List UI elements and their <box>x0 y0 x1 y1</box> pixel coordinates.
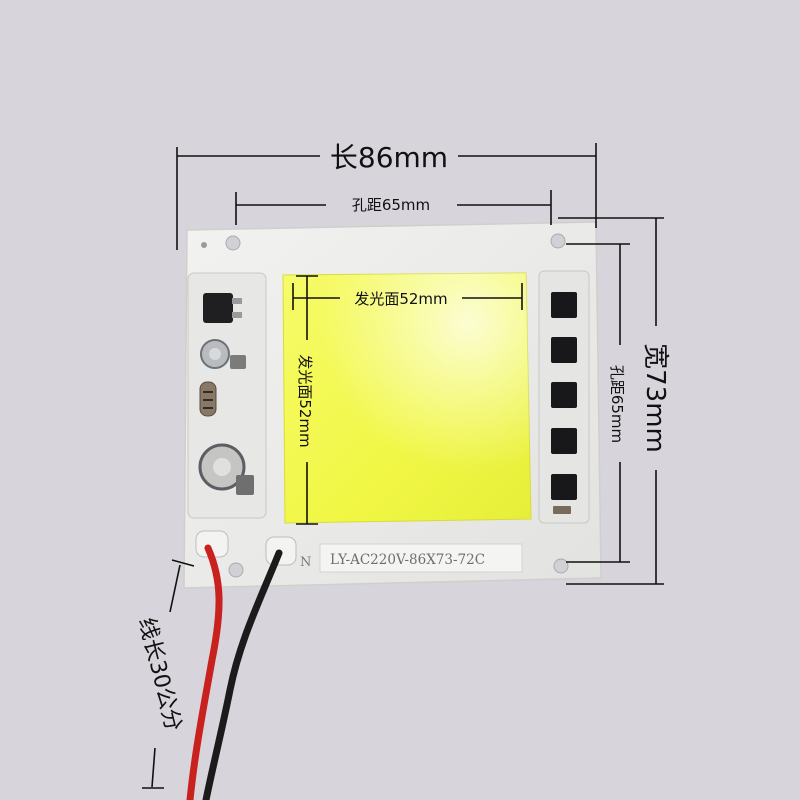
model-label: LY-AC220V-86X73-72C <box>330 552 485 568</box>
emitting-width-label: 发光面52mm <box>354 290 447 308</box>
neutral-mark: N <box>300 555 311 570</box>
board-dot <box>201 242 207 248</box>
dimension-annotations <box>142 143 664 789</box>
hole-spacing-vertical-label: 孔距65mm <box>608 365 626 443</box>
capacitor-small-center <box>209 348 221 360</box>
capacitor-large-center <box>213 458 231 476</box>
driver-chip <box>551 428 577 454</box>
hole-spacing-horizontal-label: 孔距65mm <box>352 196 430 214</box>
wire-line-bottom <box>151 747 156 788</box>
power-wires <box>186 544 283 800</box>
mounting-hole-bottom-left <box>228 562 244 578</box>
smd-resistor <box>553 506 571 514</box>
solder-lead <box>230 355 246 369</box>
solder-lead <box>236 475 254 495</box>
driver-chip <box>551 337 577 363</box>
emitting-glow <box>283 273 531 523</box>
driver-chip <box>551 474 577 500</box>
wire-red <box>186 544 223 800</box>
ic-pin <box>232 298 242 304</box>
driver-ic <box>203 293 233 323</box>
wire-extent-top <box>171 559 195 567</box>
emitting-height-label: 发光面52mm <box>296 354 314 447</box>
wire-length-label: 线长30公分 <box>133 615 185 734</box>
mounting-hole-bottom-right <box>553 558 569 574</box>
mounting-hole-top-left <box>225 235 241 251</box>
ic-pin <box>232 312 242 318</box>
driver-chip-column <box>551 292 577 514</box>
length-label: 长86mm <box>330 141 448 174</box>
led-board: N LY-AC220V-86X73-72C <box>183 221 602 589</box>
mounting-hole-top-right <box>550 233 566 249</box>
wire-line-top <box>169 564 181 613</box>
wire-black <box>202 549 283 800</box>
model-label-sticker <box>319 543 523 573</box>
driver-chip <box>551 292 577 318</box>
width-label: 宽73mm <box>640 343 670 453</box>
driver-chip <box>551 382 577 408</box>
